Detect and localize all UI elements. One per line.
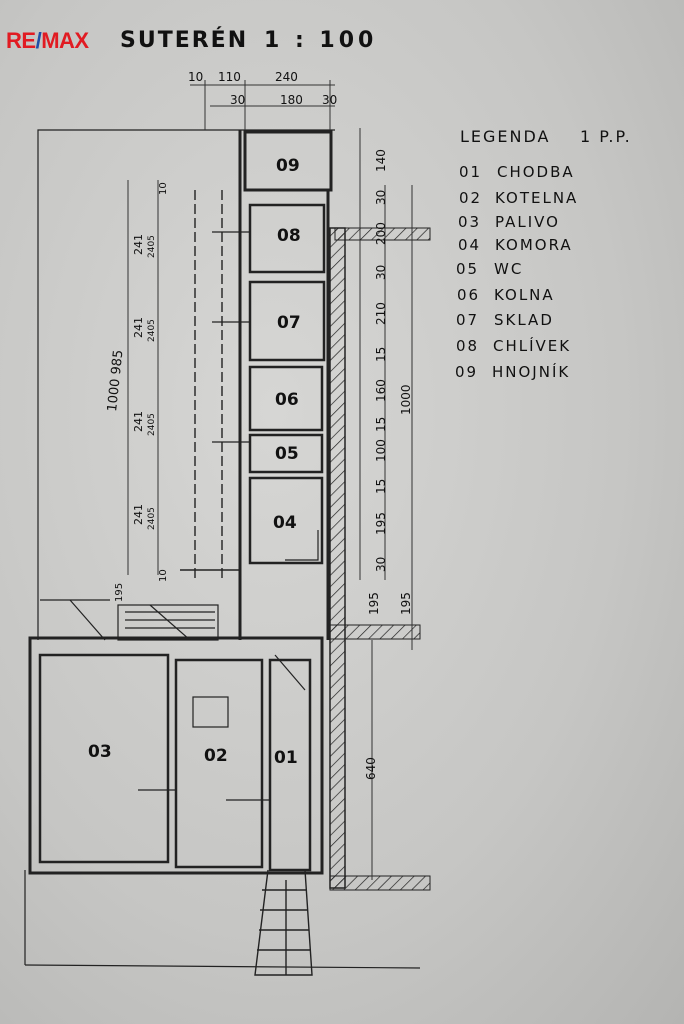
svg-text:2405: 2405 — [147, 235, 157, 258]
svg-text:05: 05 — [456, 260, 479, 278]
svg-text:10: 10 — [188, 70, 203, 84]
svg-text:1000 985: 1000 985 — [105, 349, 126, 412]
svg-text:CHLÍVEK: CHLÍVEK — [493, 336, 571, 355]
svg-text:160: 160 — [374, 379, 388, 402]
svg-text:2405: 2405 — [147, 507, 157, 530]
left-dimensions: 1000 985 241 2405 241 2405 241 2405 241 … — [105, 182, 169, 602]
svg-text:140: 140 — [374, 149, 388, 172]
svg-text:30: 30 — [322, 93, 337, 107]
svg-text:06: 06 — [457, 286, 480, 304]
svg-text:241: 241 — [132, 411, 145, 432]
svg-text:03: 03 — [458, 213, 481, 231]
svg-text:30: 30 — [374, 265, 388, 280]
hatched-wall — [329, 227, 431, 891]
svg-text:02: 02 — [459, 189, 482, 207]
svg-text:180: 180 — [280, 93, 303, 107]
svg-text:04: 04 — [458, 236, 481, 254]
room-01: 01 — [274, 748, 298, 768]
svg-text:10: 10 — [158, 182, 169, 195]
svg-text:KOTELNA: KOTELNA — [495, 189, 578, 207]
svg-text:241: 241 — [132, 317, 145, 338]
svg-text:15: 15 — [374, 347, 388, 362]
room-02: 02 — [204, 746, 228, 766]
svg-text:200: 200 — [374, 222, 388, 245]
svg-text:2405: 2405 — [147, 319, 157, 342]
svg-text:15: 15 — [374, 417, 388, 432]
svg-text:WC: WC — [494, 260, 523, 278]
svg-text:30: 30 — [374, 557, 388, 572]
svg-text:15: 15 — [374, 479, 388, 494]
plan-scale: 1 : 100 — [264, 28, 377, 53]
svg-text:110: 110 — [218, 70, 241, 84]
svg-text:KOLNA: KOLNA — [494, 286, 555, 304]
svg-text:195: 195 — [367, 592, 381, 615]
svg-text:241: 241 — [132, 504, 145, 525]
svg-text:HNOJNÍK: HNOJNÍK — [492, 362, 570, 381]
dimension-lines — [127, 80, 413, 880]
svg-text:09: 09 — [455, 363, 478, 381]
room-09: 09 — [276, 156, 300, 176]
svg-text:195: 195 — [114, 583, 125, 602]
svg-text:30: 30 — [230, 93, 245, 107]
room-03: 03 — [88, 742, 112, 762]
walls — [24, 129, 421, 976]
svg-text:KOMORA: KOMORA — [495, 236, 573, 254]
remax-logo: RE/MAX — [6, 28, 89, 53]
svg-text:241: 241 — [132, 234, 145, 255]
room-numbers: 09 08 07 06 05 04 03 02 01 — [88, 156, 301, 768]
svg-text:2405: 2405 — [147, 413, 157, 436]
right-dimensions: 140 30 200 30 210 15 160 15 100 15 195 3… — [364, 149, 413, 780]
room-04: 04 — [273, 513, 297, 533]
svg-text:CHODBA: CHODBA — [497, 163, 575, 181]
svg-text:240: 240 — [275, 70, 298, 84]
svg-text:SKLAD: SKLAD — [494, 311, 554, 329]
svg-text:30: 30 — [374, 190, 388, 205]
svg-text:1000: 1000 — [399, 384, 413, 415]
room-05: 05 — [275, 444, 299, 464]
svg-text:PALIVO: PALIVO — [495, 213, 560, 231]
room-07: 07 — [277, 313, 301, 333]
top-dimensions: 10 110 240 30 180 30 — [188, 70, 337, 107]
plan-title: SUTERÉN — [120, 27, 248, 53]
svg-text:07: 07 — [456, 311, 479, 329]
svg-text:195: 195 — [399, 592, 413, 615]
room-08: 08 — [277, 226, 301, 246]
svg-text:08: 08 — [456, 337, 479, 355]
svg-text:100: 100 — [374, 439, 388, 462]
svg-text:01: 01 — [459, 163, 482, 181]
room-06: 06 — [275, 390, 299, 410]
legend-floor: 1 P.P. — [580, 127, 632, 146]
svg-text:10: 10 — [158, 569, 169, 582]
svg-text:195: 195 — [374, 512, 388, 535]
legend-heading: LEGENDA — [460, 127, 550, 146]
svg-text:640: 640 — [364, 757, 378, 780]
legend: LEGENDA 1 P.P. 01 CHODBA 02 KOTELNA 03 PALI… — [455, 127, 632, 381]
svg-text:210: 210 — [374, 302, 388, 325]
